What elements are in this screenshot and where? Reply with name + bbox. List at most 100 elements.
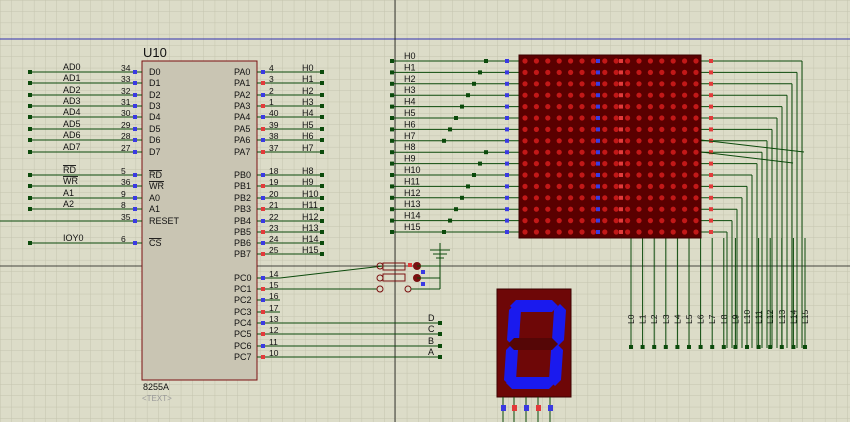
pin-marker	[709, 127, 713, 132]
led-dot	[647, 104, 654, 110]
led-dot	[522, 92, 528, 98]
led-dot	[545, 92, 551, 98]
led-dot	[670, 206, 676, 212]
net-label: H14	[302, 234, 319, 244]
led-dot	[670, 218, 676, 224]
led-dot	[613, 126, 619, 132]
led-dot	[579, 161, 585, 167]
led-dot	[556, 115, 562, 121]
led-dot	[670, 229, 676, 235]
net-label: AD0	[63, 62, 81, 72]
net-label: H3	[302, 97, 314, 107]
pin-marker	[505, 59, 509, 63]
led-dot	[590, 172, 597, 178]
led-dot	[659, 218, 665, 224]
led-dot	[590, 81, 597, 87]
net-terminal	[28, 127, 32, 131]
pin-marker	[619, 218, 623, 223]
pin-marker	[596, 70, 600, 75]
led-dot	[625, 138, 631, 144]
net-label: AD7	[63, 142, 81, 152]
led-dot-matrix-16x16[interactable]	[518, 54, 702, 239]
led-dot	[693, 104, 699, 110]
pin-marker	[261, 252, 265, 256]
net-terminal	[390, 59, 394, 63]
pin-label: PA7	[234, 147, 250, 157]
led-dot	[568, 138, 574, 144]
led-dot	[556, 69, 562, 75]
led-dot	[579, 104, 585, 110]
pin-number: 23	[269, 223, 279, 233]
led-dot	[556, 161, 562, 167]
led-dot	[647, 138, 654, 144]
net-terminal	[28, 93, 32, 97]
net-label: B	[428, 336, 434, 346]
led-dot	[613, 206, 619, 212]
led-dot	[522, 218, 528, 224]
led-dot	[533, 104, 540, 110]
pin-marker	[133, 207, 137, 211]
pin-label: D2	[149, 90, 161, 100]
net-terminal	[320, 219, 324, 223]
net-terminal	[390, 116, 394, 120]
net-label: H11	[404, 176, 420, 186]
led-dot	[579, 172, 585, 178]
pin-marker	[596, 195, 600, 200]
led-dot	[613, 218, 619, 224]
led-dot	[556, 183, 562, 189]
led-dot	[602, 183, 608, 189]
led-dot	[556, 172, 562, 178]
pin-label: PB5	[234, 227, 251, 237]
led-dot	[533, 81, 540, 87]
pin-marker	[619, 184, 623, 189]
pin-label: D3	[149, 101, 161, 111]
pin-number: 20	[269, 189, 279, 199]
led-dot	[613, 149, 619, 155]
net-terminal	[721, 345, 726, 349]
net-label: L7	[707, 314, 717, 324]
led-dot	[647, 58, 654, 64]
led-dot	[579, 206, 585, 212]
pin-marker	[596, 173, 600, 177]
resistor-network[interactable]	[376, 250, 441, 293]
net-label: AD6	[63, 130, 81, 140]
led-dot	[693, 172, 699, 178]
led-dot	[590, 69, 597, 75]
led-dot	[522, 161, 528, 167]
pin-marker	[261, 298, 265, 302]
led-dot	[659, 104, 665, 110]
led-dot	[659, 138, 665, 144]
led-dot	[636, 149, 642, 155]
led-dot	[625, 195, 631, 201]
junction-dot	[460, 195, 464, 200]
pin-marker	[596, 207, 600, 212]
pin-marker	[261, 207, 265, 211]
digit-eight-segments	[504, 300, 566, 389]
junction-dot	[460, 104, 464, 109]
led-dot	[647, 229, 654, 235]
led-dot	[533, 126, 540, 132]
pin-marker	[512, 405, 517, 411]
led-dot	[579, 92, 585, 98]
pin-number: 15	[269, 280, 279, 290]
net-label: H14	[404, 211, 421, 221]
net-terminal	[320, 196, 324, 200]
pin-label: PB1	[234, 181, 251, 191]
net-terminal	[28, 104, 32, 108]
led-dot	[590, 58, 597, 64]
pin-marker	[133, 81, 137, 85]
seven-segment-display[interactable]	[496, 288, 572, 422]
led-dot	[682, 195, 688, 201]
ic-8255a[interactable]: U10 8255A <TEXT> D034D133D232D331D430D52…	[120, 45, 384, 403]
net-label: H8	[404, 142, 416, 152]
pin-label: PA5	[234, 124, 250, 134]
led-dot	[670, 92, 676, 98]
pin-number: 8	[121, 200, 126, 210]
pin-number: 32	[121, 86, 131, 96]
net-label: H9	[404, 154, 416, 164]
led-dot	[693, 138, 699, 144]
led-dot	[522, 115, 528, 121]
led-dot	[590, 195, 597, 201]
pin-marker	[261, 219, 265, 223]
